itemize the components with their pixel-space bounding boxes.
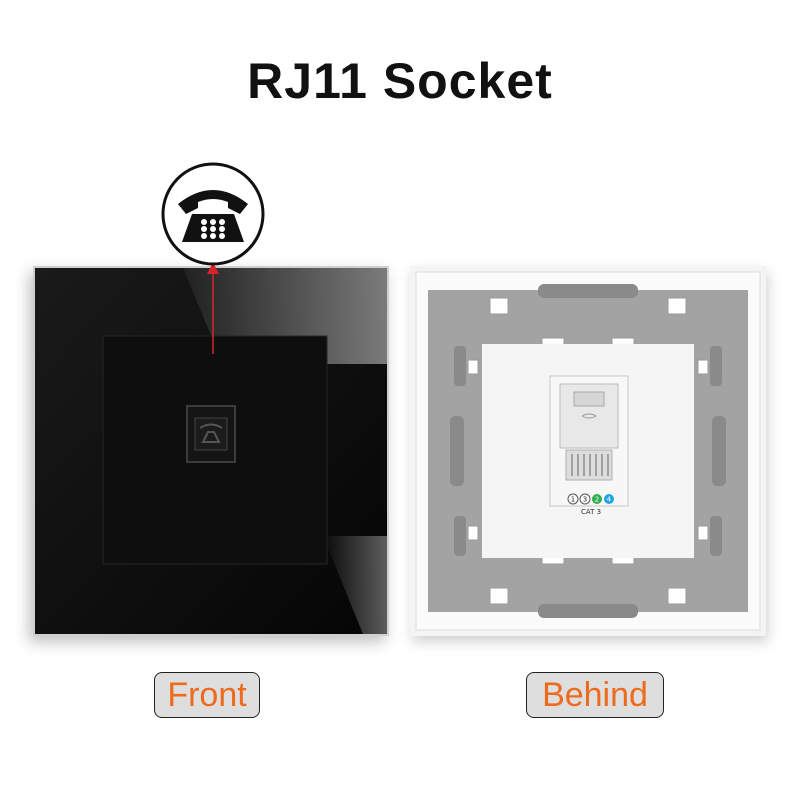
pin-label: 2 — [595, 496, 599, 504]
front-panel-image — [33, 266, 389, 636]
behind-panel-image: 1 3 2 4 CAT 3 — [410, 266, 766, 636]
page-title: RJ11 Socket — [247, 53, 553, 109]
front-label: Front — [154, 672, 260, 718]
telephone-icon — [178, 190, 248, 242]
pin-label: 4 — [607, 496, 612, 504]
pin-label: 3 — [583, 496, 587, 504]
module-category-label: CAT 3 — [581, 508, 601, 516]
behind-label: Behind — [526, 672, 664, 718]
telephone-badge — [160, 162, 266, 354]
telephone-icon — [199, 423, 223, 443]
pin-label: 1 — [571, 496, 575, 504]
